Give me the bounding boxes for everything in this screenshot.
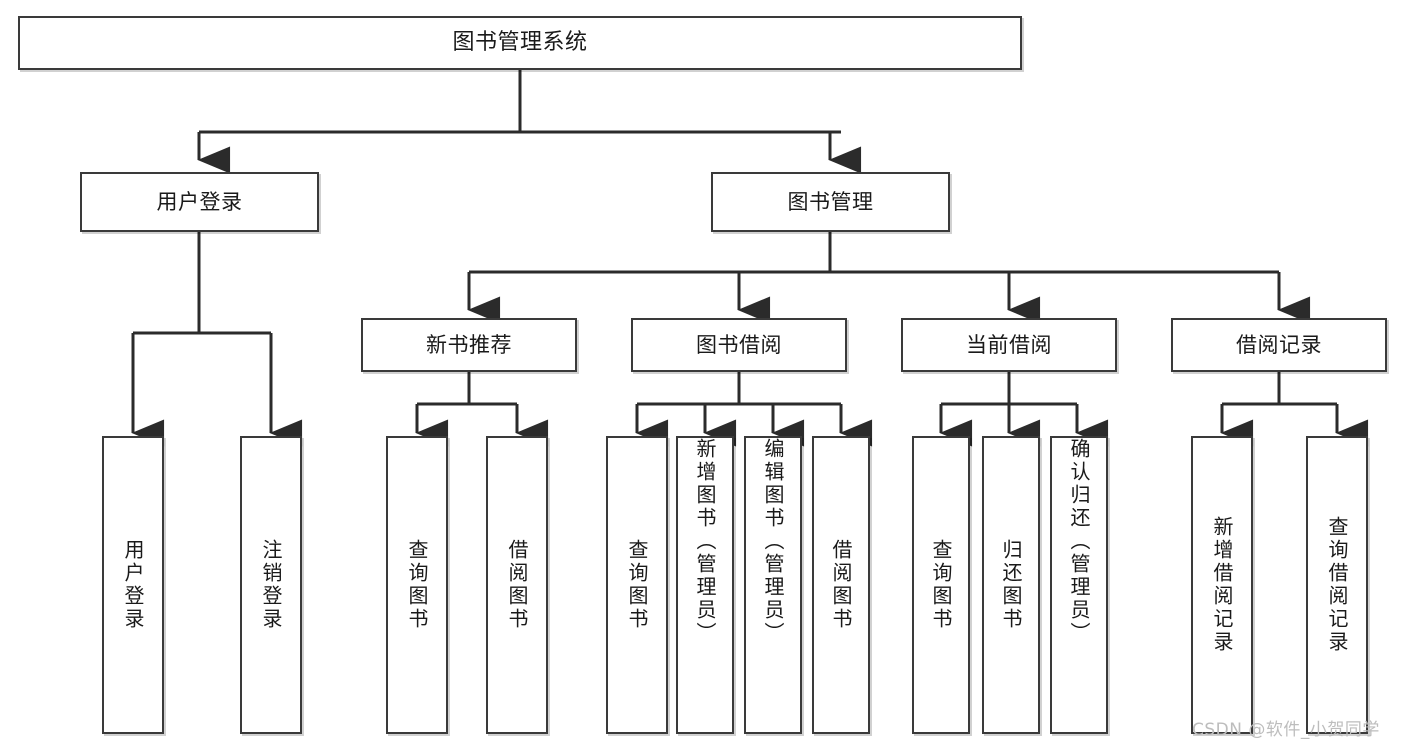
node-book-borrow[interactable]: 图书借阅 bbox=[631, 318, 847, 372]
leaf-edit-book-admin[interactable]: 编辑图书（管理员） bbox=[744, 436, 802, 734]
leaf-query-borrow-record[interactable]: 查询借阅记录 bbox=[1306, 436, 1368, 734]
leaf-confirm-return-admin[interactable]: 确认归还（管理员） bbox=[1050, 436, 1108, 734]
leaf-borrow-book[interactable]: 借阅图书 bbox=[812, 436, 870, 734]
leaf-user-login[interactable]: 用户登录 bbox=[102, 436, 164, 734]
leaf-borrow-book-recommend[interactable]: 借阅图书 bbox=[486, 436, 548, 734]
node-label: 图书管理 bbox=[787, 189, 874, 214]
node-new-book-recommend[interactable]: 新书推荐 bbox=[361, 318, 577, 372]
node-current-borrow[interactable]: 当前借阅 bbox=[901, 318, 1117, 372]
node-root-book-management-system[interactable]: 图书管理系统 bbox=[18, 16, 1022, 70]
leaf-return-book[interactable]: 归还图书 bbox=[982, 436, 1040, 734]
node-label: 确认归还（管理员） bbox=[1067, 438, 1091, 645]
node-label: 用户登录 bbox=[121, 539, 145, 631]
leaf-logout[interactable]: 注销登录 bbox=[240, 436, 302, 734]
node-label: 新增借阅记录 bbox=[1210, 516, 1234, 654]
node-label: 用户登录 bbox=[156, 189, 243, 214]
node-borrow-record[interactable]: 借阅记录 bbox=[1171, 318, 1387, 372]
node-label: 注销登录 bbox=[259, 539, 283, 631]
node-label: 借阅图书 bbox=[505, 539, 529, 631]
node-label: 查询借阅记录 bbox=[1325, 516, 1349, 654]
node-label: 查询图书 bbox=[405, 539, 429, 631]
node-label: 借阅图书 bbox=[829, 539, 853, 631]
leaf-add-book-admin[interactable]: 新增图书（管理员） bbox=[676, 436, 734, 734]
csdn-watermark: CSDN @软件_小贺同学 bbox=[1192, 720, 1380, 740]
leaf-query-book-borrow[interactable]: 查询图书 bbox=[606, 436, 668, 734]
node-label: 当前借阅 bbox=[966, 332, 1052, 357]
node-label: 图书借阅 bbox=[696, 332, 782, 357]
node-label: 图书管理系统 bbox=[452, 30, 588, 56]
node-label: 新增图书（管理员） bbox=[693, 438, 717, 645]
leaf-query-book-current[interactable]: 查询图书 bbox=[912, 436, 970, 734]
node-label: 借阅记录 bbox=[1236, 332, 1322, 357]
node-label: 查询图书 bbox=[929, 539, 953, 631]
node-book-management[interactable]: 图书管理 bbox=[711, 172, 950, 232]
node-label: 归还图书 bbox=[999, 539, 1023, 631]
node-user-login[interactable]: 用户登录 bbox=[80, 172, 319, 232]
leaf-add-borrow-record[interactable]: 新增借阅记录 bbox=[1191, 436, 1253, 734]
node-label: 编辑图书（管理员） bbox=[761, 438, 785, 645]
node-label: 新书推荐 bbox=[426, 332, 512, 357]
leaf-query-book-recommend[interactable]: 查询图书 bbox=[386, 436, 448, 734]
node-label: 查询图书 bbox=[625, 539, 649, 631]
